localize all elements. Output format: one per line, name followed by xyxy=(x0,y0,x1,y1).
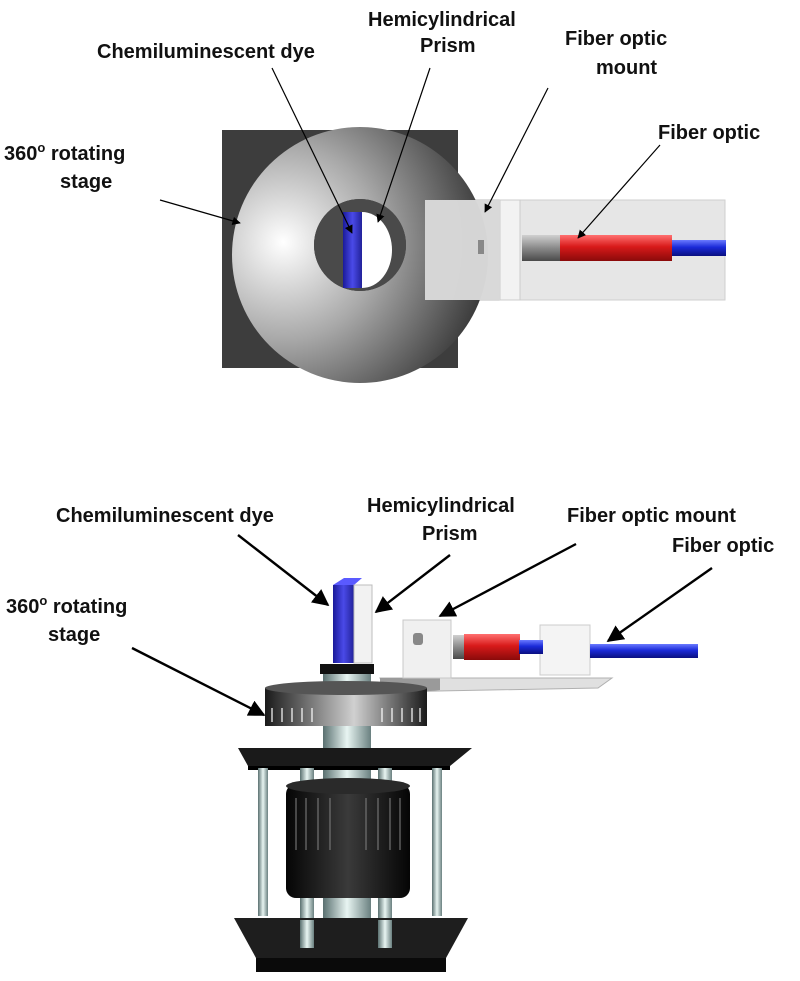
side-top-plate xyxy=(238,748,472,766)
top-label-fiber: Fiber optic xyxy=(658,122,760,144)
side-prism xyxy=(353,584,373,664)
side-post-right xyxy=(432,768,442,916)
side-mount-block xyxy=(402,619,452,679)
side-fiber-red xyxy=(464,634,520,660)
side-fiber-grey xyxy=(453,635,467,659)
side-fiber-blue-1 xyxy=(519,640,543,654)
side-base-plate xyxy=(234,918,468,958)
top-arrow-dye xyxy=(271,67,353,234)
top-label-stage-2: stage xyxy=(60,171,112,193)
side-label-stage-1: 360o rotating xyxy=(6,593,127,618)
top-view: Chemiluminescent dye Hemicylindrical Pri… xyxy=(4,9,760,383)
side-label-fiber: Fiber optic xyxy=(672,535,774,557)
side-motor xyxy=(286,784,410,898)
top-label-mount-2: mount xyxy=(596,57,657,79)
side-dye xyxy=(333,585,354,663)
side-label-dye: Chemiluminescent dye xyxy=(56,505,274,527)
top-fiber-grey xyxy=(522,235,566,261)
side-label-prism-2: Prism xyxy=(422,523,478,545)
side-wheel-ticks xyxy=(271,708,421,722)
top-label-dye: Chemiluminescent dye xyxy=(97,41,315,63)
top-prism xyxy=(362,212,392,288)
side-arrow-stage xyxy=(131,646,266,717)
side-label-stage-2: stage xyxy=(48,624,100,646)
side-arrow-mount xyxy=(438,542,577,618)
top-label-mount-1: Fiber optic xyxy=(565,28,667,50)
top-arrow-mount xyxy=(484,87,549,213)
top-fiber-blue xyxy=(672,240,726,256)
side-arrow-dye xyxy=(237,534,330,607)
side-arrow-fiber xyxy=(606,567,713,642)
top-dye xyxy=(343,212,362,288)
top-arrow-prism xyxy=(376,67,431,223)
top-label-prism-1: Hemicylindrical xyxy=(368,9,516,31)
top-fiber-red xyxy=(560,235,672,261)
top-rotating-disc xyxy=(232,127,488,383)
top-label-prism-2: Prism xyxy=(420,35,476,57)
side-view: Chemiluminescent dye Hemicylindrical Pri… xyxy=(6,495,774,972)
side-label-prism-1: Hemicylindrical xyxy=(367,495,515,517)
side-post-left xyxy=(258,768,268,916)
top-label-stage-1: 360o rotating xyxy=(4,140,125,165)
side-arrow-prism xyxy=(374,554,451,614)
top-arrow-fiber xyxy=(577,144,661,239)
side-label-mount: Fiber optic mount xyxy=(567,505,736,527)
top-arrow-stage xyxy=(159,199,241,225)
side-fiber-blue-2 xyxy=(590,644,698,658)
